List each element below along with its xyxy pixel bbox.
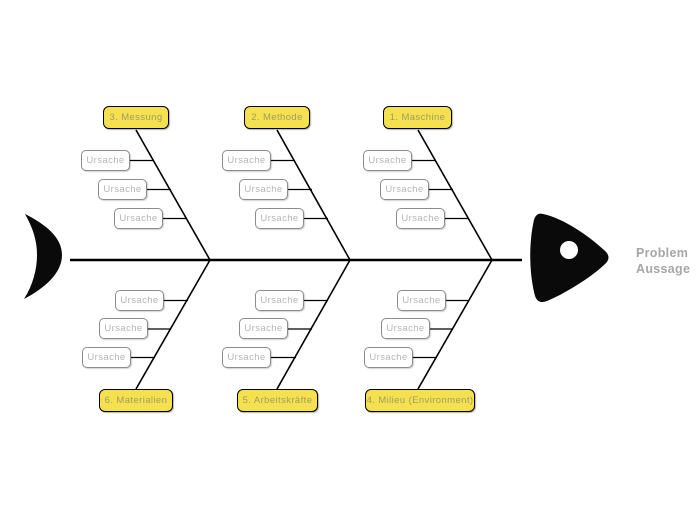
cause-box[interactable]: Ursache bbox=[381, 318, 430, 339]
category-box-methode[interactable]: 2. Methode bbox=[244, 106, 310, 129]
cause-box[interactable]: Ursache bbox=[255, 290, 304, 311]
cause-box[interactable]: Ursache bbox=[98, 179, 147, 200]
bone-methode bbox=[276, 129, 351, 261]
bone-materialien bbox=[135, 259, 211, 390]
fish-eye-icon bbox=[560, 241, 578, 259]
category-box-materialien[interactable]: 6. Materialien bbox=[99, 389, 173, 412]
cause-box[interactable]: Ursache bbox=[82, 347, 131, 368]
cause-box[interactable]: Ursache bbox=[363, 150, 412, 171]
cause-box[interactable]: Ursache bbox=[396, 208, 445, 229]
cause-box[interactable]: Ursache bbox=[222, 150, 271, 171]
cause-box[interactable]: Ursache bbox=[99, 318, 148, 339]
cause-box[interactable]: Ursache bbox=[115, 290, 164, 311]
cause-box[interactable]: Ursache bbox=[380, 179, 429, 200]
category-box-arbeitskraefte[interactable]: 5. Arbeitskräfte bbox=[237, 389, 318, 412]
cause-box[interactable]: Ursache bbox=[397, 290, 446, 311]
category-box-maschine[interactable]: 1. Maschine bbox=[383, 106, 452, 129]
fish-tail-icon[interactable] bbox=[24, 214, 62, 299]
bone-milieu bbox=[417, 259, 493, 390]
bone-messung bbox=[135, 129, 211, 261]
cause-box[interactable]: Ursache bbox=[222, 347, 271, 368]
category-box-milieu[interactable]: 4. Milieu (Environment) bbox=[365, 389, 475, 412]
bone-maschine bbox=[417, 129, 493, 261]
cause-box[interactable]: Ursache bbox=[239, 179, 288, 200]
cause-box[interactable]: Ursache bbox=[81, 150, 130, 171]
bone-arbeitskraefte bbox=[276, 259, 351, 390]
problem-statement[interactable]: Problem Aussage bbox=[636, 245, 690, 277]
problem-statement-line2: Aussage bbox=[636, 262, 691, 276]
cause-box[interactable]: Ursache bbox=[364, 347, 413, 368]
category-box-messung[interactable]: 3. Messung bbox=[103, 106, 169, 129]
cause-box[interactable]: Ursache bbox=[255, 208, 304, 229]
problem-statement-line1: Problem bbox=[636, 246, 689, 260]
cause-box[interactable]: Ursache bbox=[239, 318, 288, 339]
cause-box[interactable]: Ursache bbox=[114, 208, 163, 229]
